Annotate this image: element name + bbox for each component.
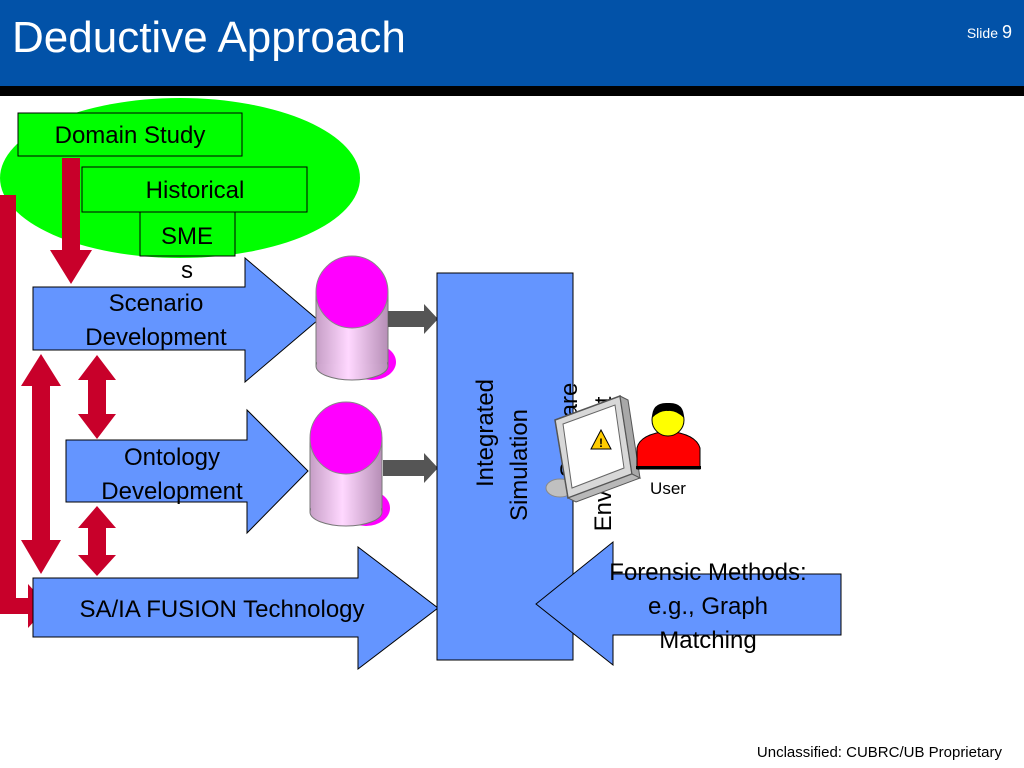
forensic-label-line1: Forensic Methods: (609, 559, 806, 586)
user-icon (636, 402, 701, 470)
smes-label-line1: SME (161, 223, 213, 250)
smes-label-line2: s (181, 257, 193, 284)
slide-title: Deductive Approach (12, 13, 406, 62)
ontology-to-sim-arrow (383, 453, 438, 483)
scenario-label-line2: Development (85, 324, 227, 351)
user-label: User (650, 479, 686, 498)
domain-study-box (17, 112, 243, 157)
scenario-development-arrow (32, 256, 319, 384)
scenario-database-icon (315, 255, 396, 381)
ontology-label-line2: Development (101, 478, 243, 505)
warning-icon: ! (590, 428, 612, 450)
ontology-database-icon (309, 401, 390, 527)
forensic-methods-arrow (535, 540, 842, 667)
fusion-label: SA/IA FUSION Technology (79, 596, 364, 623)
computer-monitor-icon: ! (545, 394, 642, 503)
fusion-technology-arrow (32, 545, 439, 671)
ontology-development-arrow (65, 408, 309, 535)
svg-text:!: ! (599, 436, 603, 450)
header-bar (0, 0, 1024, 86)
domain-down-arrow (50, 158, 92, 284)
historical-label: Historical (146, 177, 245, 204)
header-divider (0, 86, 1024, 96)
footer-classification: Unclassified: CUBRC/UB Proprietary (756, 744, 1002, 761)
slide-label: Slide (966, 25, 998, 41)
ontology-fusion-double-arrow (78, 506, 116, 576)
slide-number-value: 9 (1001, 22, 1012, 42)
scenario-to-sim-arrow (388, 304, 438, 334)
smes-box (139, 211, 236, 257)
scenario-label-line1: Scenario (109, 290, 204, 317)
scenario-fusion-double-arrow (21, 354, 61, 574)
ontology-label-line1: Ontology (124, 444, 220, 471)
feedback-arrow (0, 195, 48, 628)
simulation-label-line2: Simulation (506, 409, 533, 521)
simulation-label-line1: Integrated (472, 379, 499, 487)
forensic-label-line3: Matching (659, 627, 756, 654)
scenario-ontology-double-arrow (78, 355, 116, 439)
domain-study-label: Domain Study (55, 122, 206, 149)
forensic-label-line2: e.g., Graph (648, 593, 768, 620)
